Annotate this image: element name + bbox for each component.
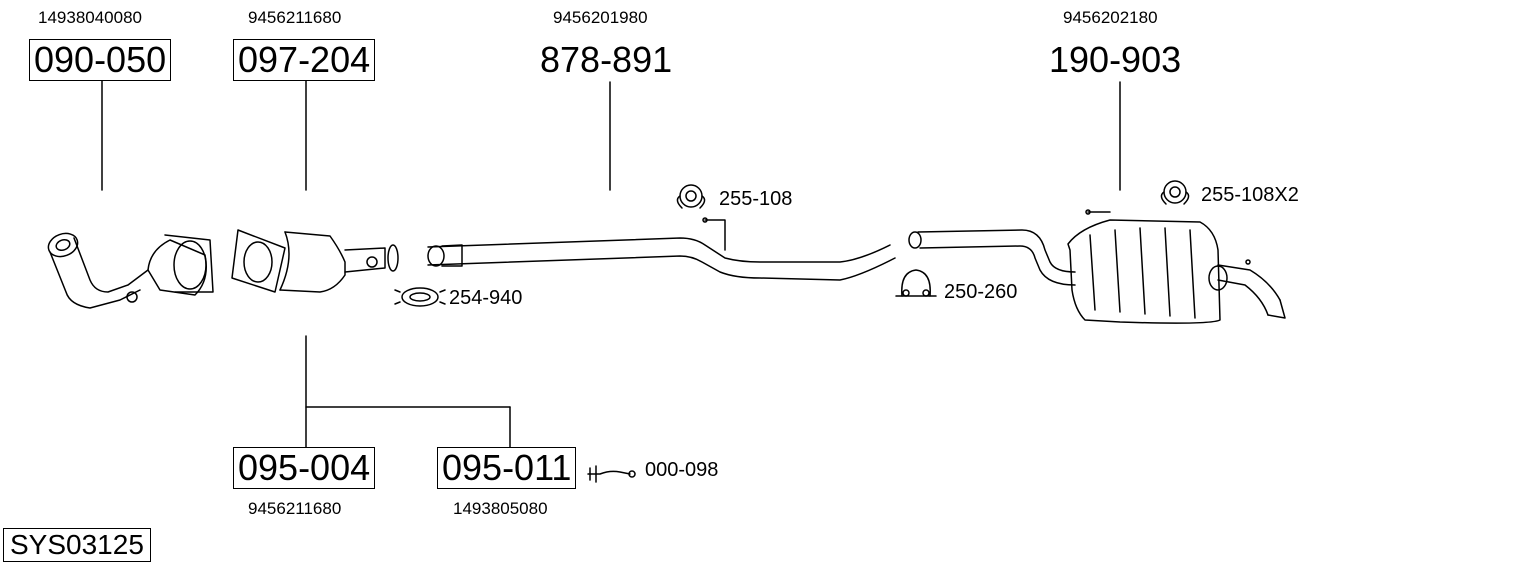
catalytic-converter-drawing xyxy=(231,229,399,293)
oem-number-190-903: 9456202180 xyxy=(1063,8,1158,27)
part-code-095-011[interactable]: 095-011 xyxy=(437,447,577,489)
middle-pipe-drawing xyxy=(427,217,896,281)
accessory-label-250-260[interactable]: 250-260 xyxy=(944,281,1018,303)
part-code-095-004[interactable]: 095-004 xyxy=(233,447,376,489)
accessory-label-255-108X2[interactable]: 255-108X2 xyxy=(1201,184,1299,206)
accessory-label-000-098[interactable]: 000-098 xyxy=(645,459,719,481)
accessory-label-255-108[interactable]: 255-108 xyxy=(719,188,793,210)
oem-number-090-050: 14938040080 xyxy=(38,8,143,27)
oem-number-097-204: 9456211680 xyxy=(248,8,342,27)
part-code-090-050[interactable]: 090-050 xyxy=(29,39,172,81)
clamp-icon xyxy=(394,287,446,307)
part-code-190-903[interactable]: 190-903 xyxy=(1049,39,1182,80)
rubber-hanger-icon-2 xyxy=(1160,180,1190,205)
part-code-878-891[interactable]: 878-891 xyxy=(540,39,673,80)
leader-tree-095 xyxy=(305,335,511,448)
rubber-hanger-icon xyxy=(676,184,706,209)
accessory-label-254-940[interactable]: 254-940 xyxy=(449,287,523,309)
oem-number-878-891: 9456201980 xyxy=(553,8,648,27)
part-code-097-204[interactable]: 097-204 xyxy=(233,39,376,81)
u-clamp-icon xyxy=(895,269,937,297)
lambda-sensor-icon xyxy=(587,465,636,483)
oem-number-095-004: 9456211680 xyxy=(248,499,342,518)
oem-number-095-011: 1493805080 xyxy=(453,499,548,518)
system-id: SYS03125 xyxy=(3,528,151,562)
manifold-catalyst-drawing xyxy=(47,232,214,309)
rear-muffler-drawing xyxy=(908,209,1286,324)
